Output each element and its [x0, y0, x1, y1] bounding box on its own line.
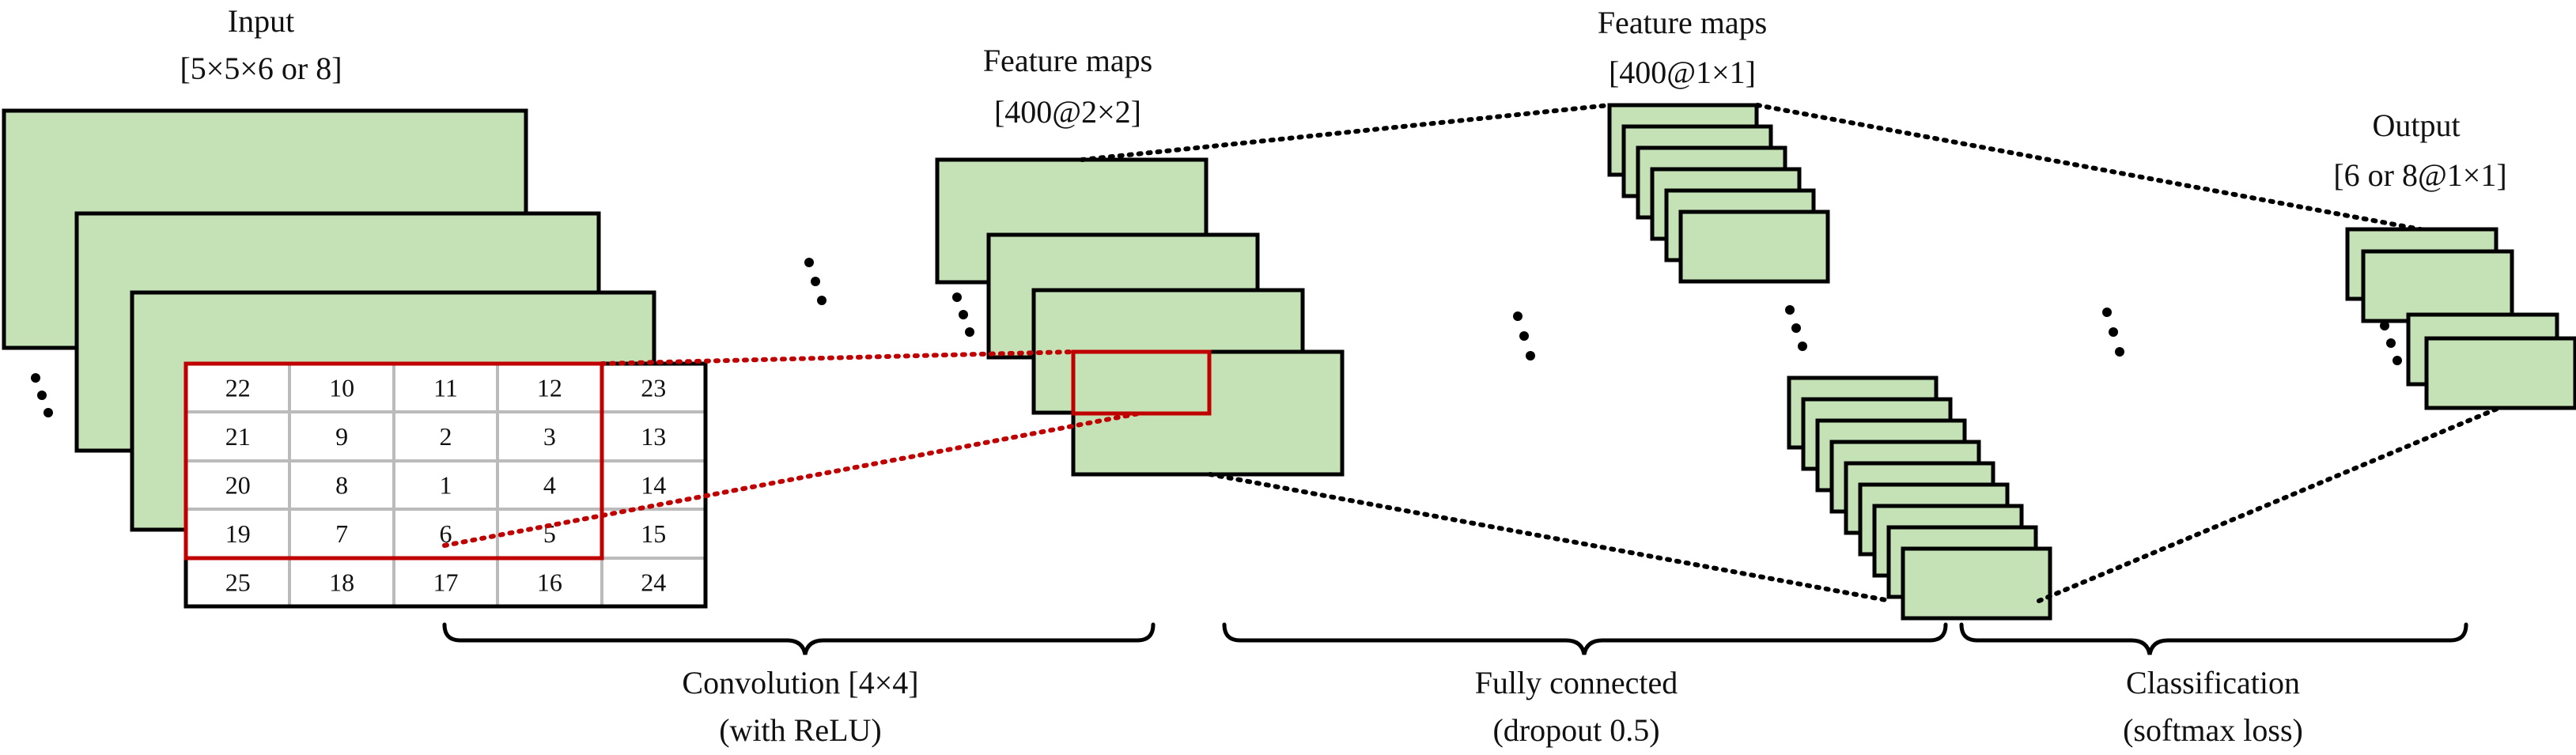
- grid-cell: 1: [440, 471, 452, 500]
- conv-maps-title: Feature maps: [983, 43, 1152, 78]
- fully-connected-stage-title: Fully connected: [1475, 665, 1678, 700]
- receptive-field-highlight: [183, 361, 604, 561]
- convolution-stage-note: (with ReLU): [719, 712, 882, 748]
- conv-ellipsis-left: [804, 258, 827, 305]
- grid-cell: 20: [225, 471, 251, 500]
- fc-feature-map: [1678, 210, 1830, 284]
- grid-cell: 23: [641, 374, 666, 402]
- fc-ellipsis-stack: [1785, 305, 1807, 351]
- grid-cell: 24: [641, 568, 666, 596]
- fc-maps-title: Feature maps: [1598, 5, 1767, 40]
- grid-cell: 15: [641, 519, 666, 548]
- classification-stage-note: (softmax loss): [2123, 712, 2303, 748]
- grid-cell: 7: [335, 519, 348, 548]
- classification-stage-title: Classification: [2126, 665, 2300, 700]
- output-shape: [6 or 8@1×1]: [2333, 157, 2506, 193]
- grid-cell: 10: [329, 374, 354, 402]
- grid-cell: 6: [440, 519, 452, 548]
- grid-cell: 16: [537, 568, 562, 596]
- output-title: Output: [2372, 108, 2460, 143]
- convolution-stage-title: Convolution [4×4]: [682, 665, 918, 700]
- grid-cell: 12: [537, 374, 562, 402]
- fully-connected-stage-note: (dropout 0.5): [1492, 712, 1659, 748]
- grid-cell: 21: [225, 422, 251, 451]
- fc-maps-shape: [400@1×1]: [1609, 55, 1756, 90]
- brace-fully-connected: [1222, 622, 1948, 655]
- input-title: Input: [228, 3, 294, 39]
- fc-ellipsis-left: [1513, 311, 1535, 361]
- grid-cell: 13: [641, 422, 666, 451]
- grid-cell: 11: [433, 374, 458, 402]
- conv-output-highlight: [1071, 349, 1212, 416]
- conv-maps-shape: [400@2×2]: [994, 94, 1141, 130]
- fc-feature-stack: [1607, 103, 2052, 621]
- grid-cell: 4: [543, 471, 556, 500]
- classification-ellipsis: [2102, 308, 2124, 357]
- fc-feature-map: [1901, 546, 2052, 621]
- grid-cell: 17: [433, 568, 459, 596]
- grid-cell: 2: [440, 422, 452, 451]
- conv-feature-stack: [935, 157, 1345, 477]
- output-map: [2361, 249, 2514, 323]
- grid-cell: 8: [335, 471, 348, 500]
- grid-cell: 25: [225, 568, 251, 596]
- output-ellipsis: [2380, 321, 2402, 365]
- grid-cell: 14: [641, 471, 666, 500]
- brace-classification: [1959, 622, 2468, 655]
- grid-cell: 9: [335, 422, 348, 451]
- grid-cell: 3: [543, 422, 556, 451]
- grid-cell: 18: [329, 568, 354, 596]
- conv-ellipsis-stack: [952, 293, 974, 337]
- output-map: [2424, 336, 2576, 410]
- grid-cell: 19: [225, 519, 251, 548]
- output-stack: [2345, 227, 2576, 410]
- input-ellipsis: [31, 373, 53, 417]
- grid-cell: 22: [225, 374, 251, 402]
- brace-convolution: [442, 622, 1156, 655]
- projection-lines-red: [442, 349, 1141, 548]
- stage-braces: [442, 622, 2468, 655]
- input-shape: [5×5×6 or 8]: [180, 51, 342, 86]
- projection-lines-black: [1080, 103, 2503, 603]
